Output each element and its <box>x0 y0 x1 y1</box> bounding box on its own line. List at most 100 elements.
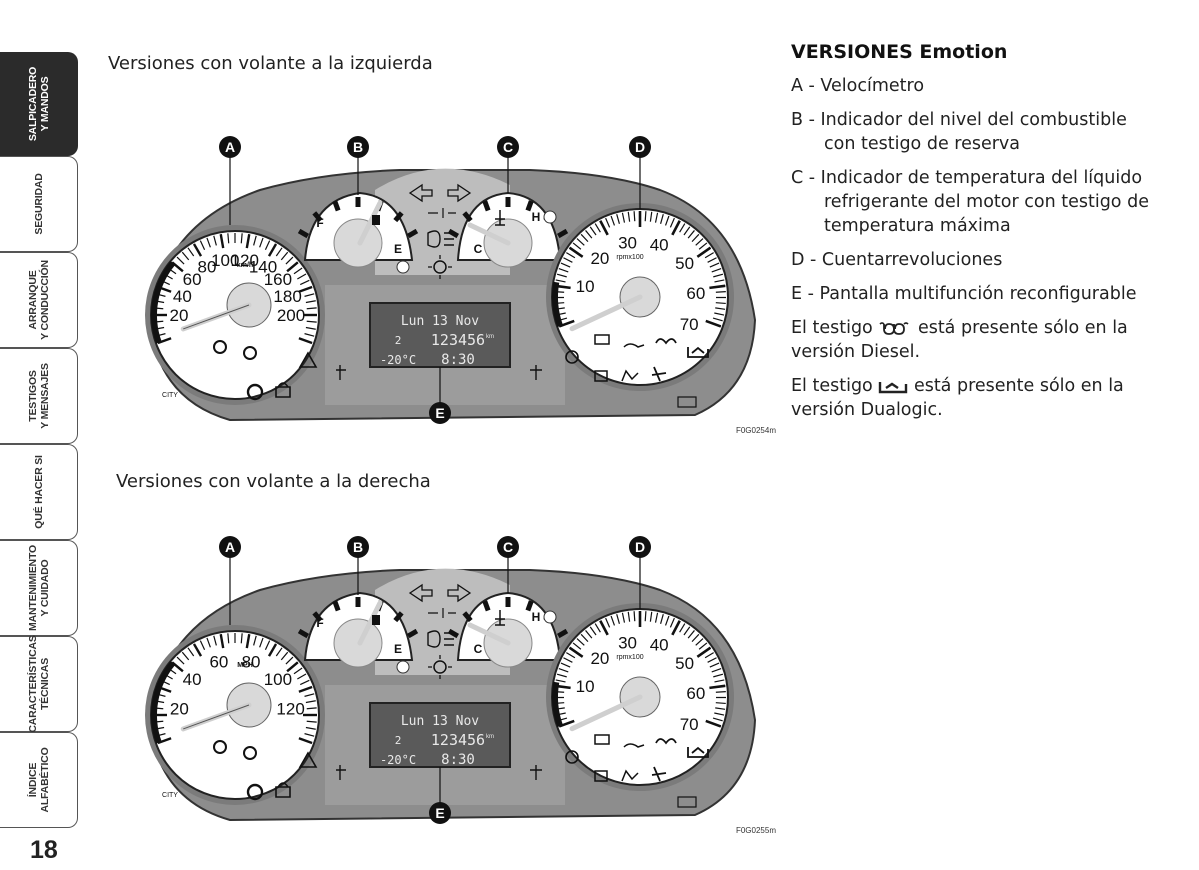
fuel-gauge-tick <box>393 211 404 223</box>
fuel-gauge-needle <box>357 200 383 246</box>
tachometer-tick <box>707 657 717 663</box>
tachometer-tick <box>704 652 714 659</box>
tachometer-major-tick <box>709 284 726 290</box>
tab-label-line2: Y CUIDADO <box>38 559 51 617</box>
tachometer-tick <box>605 217 611 228</box>
tachometer-tick <box>580 233 589 243</box>
legend-item-b: B - Indicador del nivel del combustible … <box>791 110 1127 154</box>
speedometer-label: 80 <box>198 258 217 277</box>
legend-item-d: D - Cuentarrevoluciones <box>791 250 1003 270</box>
note-dualogic-post: está presente sólo en la versión Dualogi… <box>791 376 1124 420</box>
speedometer-tick <box>199 240 206 250</box>
door-open-icon <box>275 782 291 798</box>
tachometer-tick <box>556 673 567 678</box>
tab-label-line2: Y CONDUCCIÓN <box>38 260 51 340</box>
battery-icon <box>594 734 610 745</box>
tachometer-label: 60 <box>686 284 705 303</box>
speedometer-tick <box>305 726 316 730</box>
display-temperature: -20°C <box>380 353 416 367</box>
fuel-gauge-tick <box>297 228 310 239</box>
tachometer-tick <box>664 215 670 226</box>
tachometer-tick <box>594 623 601 633</box>
speedometer-tick <box>199 640 206 650</box>
speedometer-tick <box>275 247 283 257</box>
tachometer-label: 10 <box>576 277 595 296</box>
speedometer-major-tick <box>298 285 313 293</box>
tab-label-line2: TÉCNICAS <box>38 657 51 711</box>
city-mode-label: CITY <box>162 792 178 799</box>
tachometer-tick <box>610 215 616 226</box>
speedometer-tick <box>305 326 316 330</box>
speedometer-tick <box>227 233 230 244</box>
oil-pressure-icon <box>623 343 645 348</box>
temperature-cold-label: C <box>474 242 483 256</box>
tachometer-tick <box>580 633 589 643</box>
fuel-full-label: F <box>316 616 323 630</box>
callout-label: B <box>353 539 363 555</box>
speedometer-tick <box>187 647 195 657</box>
fuel-gauge-tick <box>312 611 323 623</box>
temperature-gauge-tick <box>462 211 473 223</box>
tachometer-tick <box>560 262 571 268</box>
tachometer-label: 30 <box>618 633 637 652</box>
speedometer-tick <box>264 640 271 650</box>
callout-marker <box>347 536 369 558</box>
display-time: 8:30 <box>441 352 475 368</box>
note-diesel: El testigo está presente sólo en la vers… <box>791 316 1151 364</box>
tab-label-line1: ÍNDICE <box>26 762 39 798</box>
rear-window-heater-icon <box>677 396 697 408</box>
fuel-empty-label: E <box>394 242 402 256</box>
passenger-airbag-icon <box>651 766 667 782</box>
fuel-reserve-lamp-icon <box>396 260 410 274</box>
tachometer-tick <box>660 214 664 225</box>
tachometer-label: 70 <box>680 715 699 734</box>
fuel-gauge-tick <box>406 228 419 239</box>
speedometer-label: 100 <box>211 251 239 270</box>
speedometer-label: 80 <box>242 652 261 671</box>
tachometer-tick <box>644 611 647 622</box>
tachometer-tick <box>585 630 593 639</box>
tachometer-label: 40 <box>650 635 669 654</box>
tachometer-major-tick <box>671 620 681 636</box>
speedometer-tick <box>253 635 257 646</box>
temperature-gauge-needle <box>467 622 511 646</box>
speedometer-tick <box>240 233 243 244</box>
note-diesel-pre: El testigo <box>791 318 873 338</box>
glow-plug-icon <box>655 738 677 745</box>
speedometer-major-tick <box>219 634 225 649</box>
tachometer-tick <box>683 226 691 236</box>
tachometer-major-tick <box>671 220 681 236</box>
speedometer-tick <box>306 707 317 710</box>
speedometer-label: 120 <box>231 251 259 270</box>
general-warning-icon <box>298 351 318 368</box>
speedometer-major-tick <box>298 337 313 345</box>
glow-plug-icon <box>879 322 909 335</box>
seat-belt-icon <box>621 369 639 382</box>
tachometer-tick <box>649 211 653 222</box>
door-open-icon <box>275 382 291 398</box>
dualogic-gearbox-icon <box>687 346 709 358</box>
tachometer-tick <box>633 611 636 622</box>
speedometer-low-arc <box>151 261 176 344</box>
fuel-gauge-tick <box>332 600 341 612</box>
tachometer-tick <box>712 317 723 322</box>
tachometer-major-tick <box>705 719 722 728</box>
speedometer-tick <box>181 251 190 261</box>
tab-label-line2: Y MENSAJES <box>38 363 51 429</box>
tab-seguridad[interactable]: SEGURIDAD <box>0 156 78 252</box>
tachometer-tick <box>605 617 611 628</box>
tachometer-tick <box>576 238 585 246</box>
tachometer-tick <box>711 268 722 273</box>
tab-que-hacer[interactable]: QUÉ HACER SI <box>0 444 78 540</box>
tachometer-low-arc <box>552 681 563 728</box>
fuel-pump-icon <box>372 615 380 625</box>
tachometer-tick <box>715 702 726 705</box>
